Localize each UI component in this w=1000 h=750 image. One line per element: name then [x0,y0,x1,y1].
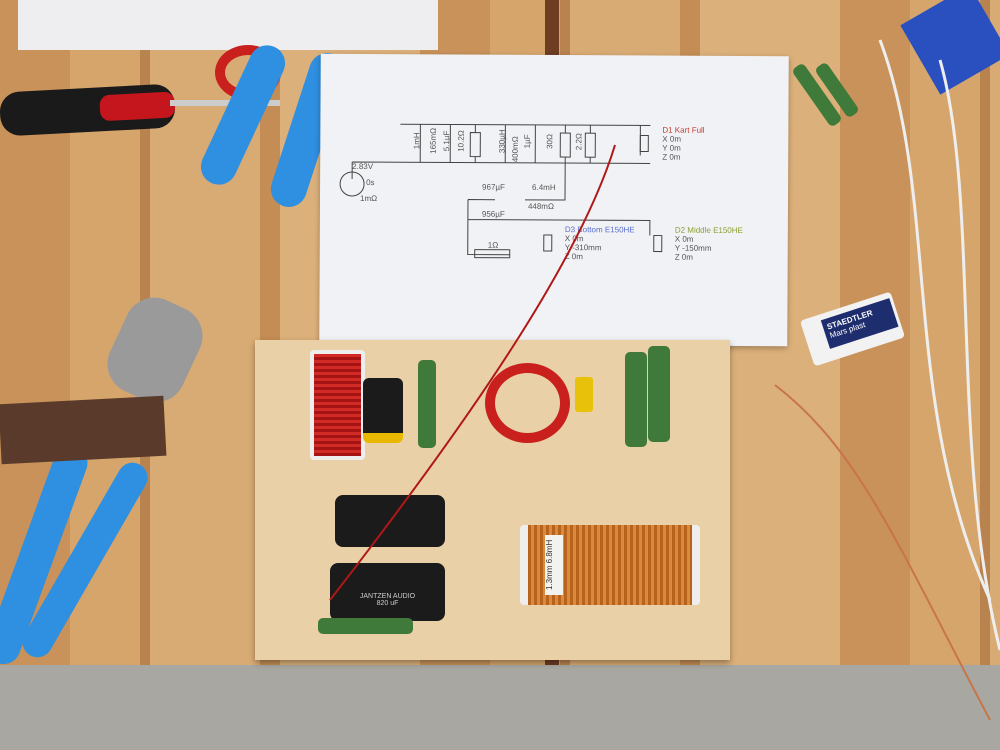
yellow-film-capacitor [575,377,593,412]
capacitor-brand: JANTZEN AUDIO [359,593,416,600]
floor [0,665,1000,750]
green-resistor [318,618,413,634]
green-resistor [648,346,670,442]
green-resistor [625,352,647,447]
screwdriver-shaft [170,100,280,106]
capacitor-value: 820 uF [376,600,399,607]
paper-sheet-top [18,0,438,50]
schematic-printout: 2.83V 0s 1mΩ 1mH 165mΩ 5.1µF 10.2Ω 330µH… [319,53,789,347]
red-air-coil [310,350,365,460]
red-wire [329,144,616,601]
green-resistor [418,360,436,448]
white-wire [938,59,1000,651]
copper-wire [774,384,991,721]
white-wire [878,39,992,601]
yellow-top-capacitor [363,378,403,443]
red-toroid-coil [485,363,570,443]
schematic-diagram [339,123,663,259]
